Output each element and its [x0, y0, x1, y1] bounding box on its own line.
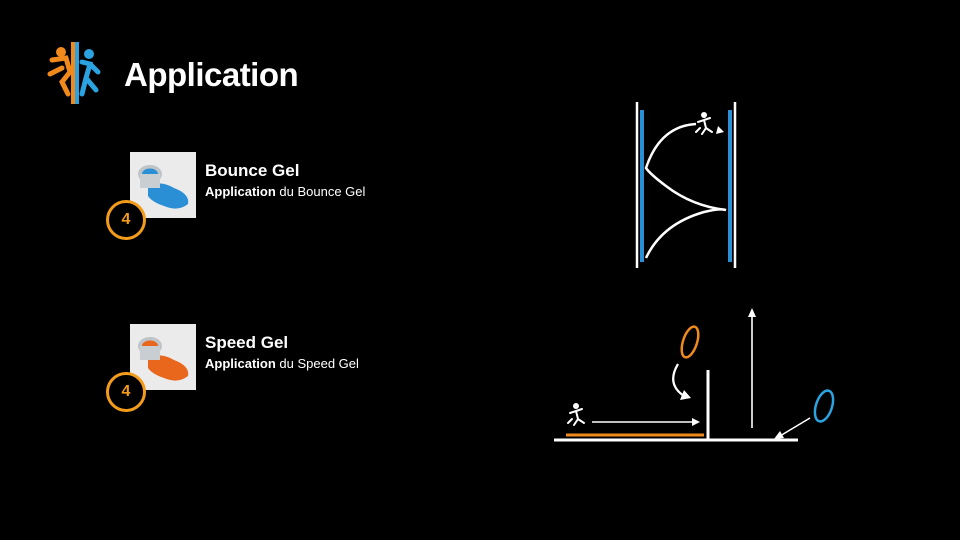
gel-description-bold: Application — [205, 356, 276, 371]
running-figure-icon — [567, 403, 585, 426]
curved-arrow — [672, 363, 685, 397]
gel-description-rest: du Speed Gel — [275, 356, 359, 371]
bounce-trajectory — [644, 122, 727, 259]
exit-arrow — [779, 417, 811, 437]
running-figure-icon — [695, 112, 713, 135]
gel-item-bounce: 4 Bounce Gel Application du Bounce Gel — [104, 150, 424, 240]
portal-logo-icon — [47, 42, 101, 104]
gel-description-rest: du Bounce Gel — [275, 184, 366, 199]
arrow-head — [716, 126, 724, 134]
orange-portal — [680, 325, 700, 359]
gel-name: Speed Gel — [205, 333, 289, 352]
curved-arrow-head — [680, 390, 691, 400]
gel-description-bold: Application — [205, 184, 276, 199]
count-badge: 4 — [106, 372, 146, 412]
speed-gel-diagram — [554, 308, 835, 442]
blue-portal — [813, 389, 835, 423]
count-badge: 4 — [106, 200, 146, 240]
launch-arrow-head — [748, 308, 756, 317]
gel-item-speed: 4 Speed Gel Application du Speed Gel — [104, 322, 424, 412]
run-arrow-head — [692, 418, 700, 426]
slide-title: Application — [124, 56, 299, 93]
bounce-gel-diagram — [635, 102, 737, 268]
exit-arrow-head — [774, 431, 784, 439]
gel-description: Application du Bounce Gel — [205, 184, 365, 199]
gel-description: Application du Speed Gel — [205, 356, 359, 371]
gel-name: Bounce Gel — [205, 161, 300, 180]
